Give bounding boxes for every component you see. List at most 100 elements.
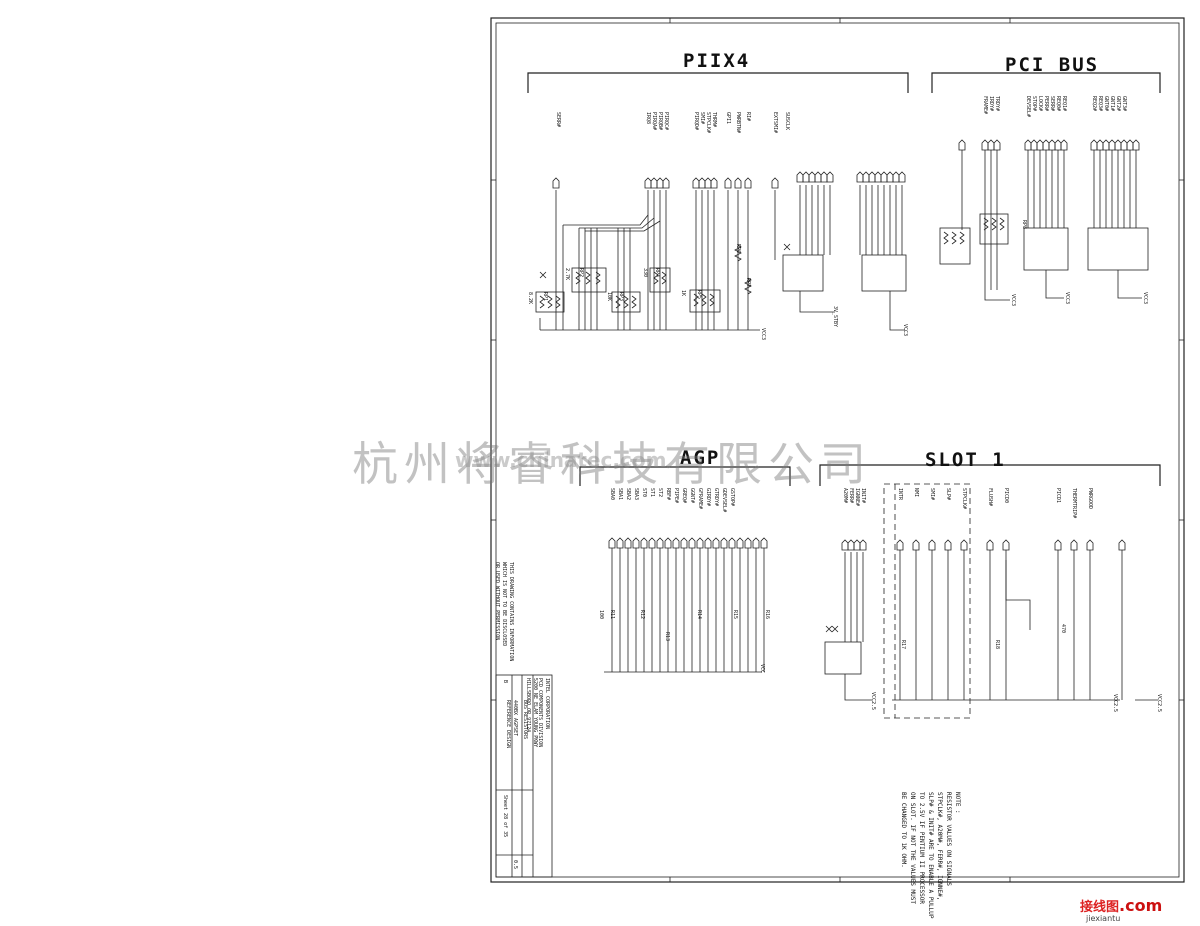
piix4-rp-port [868, 171, 876, 183]
agp-port [640, 537, 648, 549]
slot1-signal-label: INTR [897, 488, 903, 501]
agp-port [624, 537, 632, 549]
agp-signal-label: ST0 [641, 488, 647, 498]
component-designator: RP5 [696, 290, 702, 300]
piix4-signal-label: PWRBTN# [735, 112, 741, 134]
component-designator: R15 [732, 610, 738, 620]
site-logo-sub: jiexiantu [1086, 914, 1121, 923]
piix4-port [704, 177, 712, 189]
piix4-signal-label: EXTSMI# [772, 112, 778, 134]
component-value: 2.7K [564, 268, 570, 281]
agp-signal-label: SBA0 [609, 488, 615, 501]
pci-signal-label: GNT3# [1121, 96, 1127, 112]
agp-signal-label: GFRAME# [697, 488, 703, 510]
agp-port [680, 537, 688, 549]
power-net-vcc: VCC [759, 664, 765, 674]
slot1-wiring [824, 483, 1158, 719]
pci-port [1060, 139, 1068, 151]
slot1-port [960, 539, 968, 551]
title-block [495, 674, 553, 878]
agp-port [752, 537, 760, 549]
agp-signal-label: RBF# [665, 488, 671, 501]
component-designator: RP4 [654, 268, 660, 278]
piix4-port [710, 177, 718, 189]
component-designator: RP7 [745, 278, 751, 288]
component-designator: R12 [639, 610, 645, 620]
slot1-signal-label: NMI [913, 488, 919, 498]
component-designator: R14 [696, 610, 702, 620]
power-net-vcc3: VCC3 [902, 324, 908, 337]
piix4-rp-port [808, 171, 816, 183]
agp-signal-label: GTRDY# [713, 488, 719, 507]
piix4-signal-label: GPI1 [725, 112, 731, 125]
agp-port [736, 537, 744, 549]
slot1-port [859, 539, 867, 551]
piix4-rp-port [802, 171, 810, 183]
piix4-rp-port [898, 171, 906, 183]
title-name: BUS RESISTORS [522, 700, 528, 740]
pci-port [1120, 139, 1128, 151]
agp-signal-label: GREQ# [681, 488, 687, 504]
slot1-signal-label: PWRGOOD [1087, 488, 1093, 510]
piix4-signal-label: RI# [745, 112, 751, 122]
power-net-3vstby: 3V_STBY [832, 306, 838, 328]
agp-port [656, 537, 664, 549]
piix4-rp-port [886, 171, 894, 183]
agp-port [648, 537, 656, 549]
pci-port [1036, 139, 1044, 151]
slot1-signal-label: SMI# [929, 488, 935, 501]
component-value: 470 [1060, 624, 1066, 634]
piix4-port [662, 177, 670, 189]
power-net-vcc3: VCC3 [1010, 294, 1016, 307]
agp-port [632, 537, 640, 549]
component-designator: RP3 [618, 292, 624, 302]
slot1-port [912, 539, 920, 551]
site-logo: 接线图.com [1080, 896, 1162, 915]
agp-signal-label: PIPE# [673, 488, 679, 504]
section-brackets [527, 72, 1161, 486]
pci-port [1108, 139, 1116, 151]
agp-port [672, 537, 680, 549]
zone-ticks [491, 18, 1184, 882]
power-net-vcc25: VCC2.5 [1112, 694, 1118, 713]
piix4-signal-label: SERR# [555, 112, 561, 128]
title-rev: 0.5 [512, 860, 518, 870]
component-designator: RP2 [578, 268, 584, 278]
slot1-port [1086, 539, 1094, 551]
piix4-rp-port [820, 171, 828, 183]
piix4-signal-label: THRM# [711, 112, 717, 128]
component-designator: R13 [664, 632, 670, 642]
pci-wiring [939, 150, 1149, 301]
power-net-vcc25: VCC2.5 [1156, 694, 1162, 713]
agp-signal-label: SBA2 [625, 488, 631, 501]
resistor-note: NOTE : RESISTOR VALUES ON SIGNALS STPCLK… [900, 792, 961, 919]
piix4-port [656, 177, 664, 189]
piix4-port [771, 177, 779, 189]
component-value: 1K [680, 290, 686, 297]
component-value: 8.2K [527, 292, 533, 305]
piix4-rp-port [814, 171, 822, 183]
component-designator: R16 [764, 610, 770, 620]
agp-title: AGP [680, 447, 721, 469]
component-designator: R18 [994, 640, 1000, 650]
agp-signal-label: GDEVSEL# [721, 488, 727, 513]
agp-signal-label: ST1 [649, 488, 655, 498]
pci-port [1024, 139, 1032, 151]
agp-port [704, 537, 712, 549]
piix4-port [650, 177, 658, 189]
piix4-signal-label: PIRQC# [663, 112, 669, 131]
agp-signal-label: SBA3 [633, 488, 639, 501]
slot1-port [853, 539, 861, 551]
pci-port [1132, 139, 1140, 151]
piix4-rp-port [892, 171, 900, 183]
agp-signal-label: SBA1 [617, 488, 623, 501]
slot1-signal-label: PICD1 [1055, 488, 1061, 504]
slot1-port [1070, 539, 1078, 551]
component-designator: RP6 [735, 244, 741, 254]
pci-port [1048, 139, 1056, 151]
slot1-port [1002, 539, 1010, 551]
agp-port [664, 537, 672, 549]
drawing-disclaimer: THIS DRAWING CONTAINS INFORMATION WHICH … [494, 562, 514, 662]
slot1-port [986, 539, 994, 551]
